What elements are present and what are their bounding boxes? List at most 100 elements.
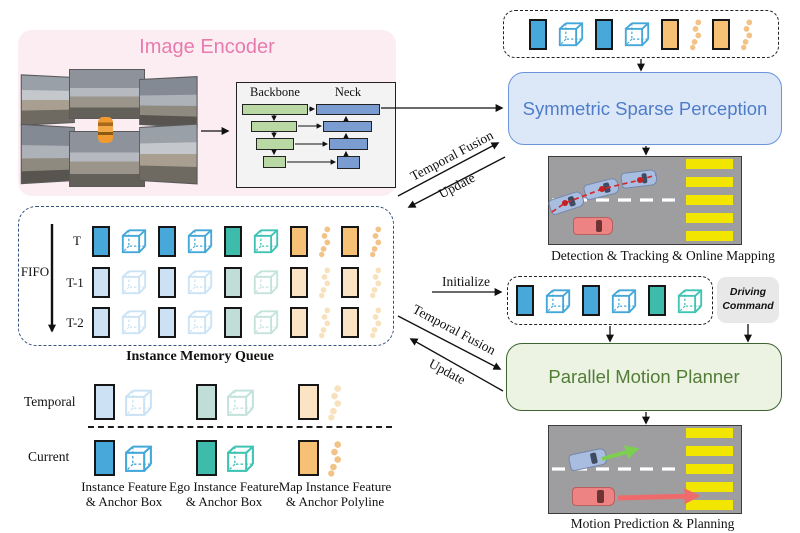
anchor-polyline-icon: [740, 18, 753, 51]
instance-feature-icon: [94, 384, 115, 420]
ego-instance-feature-icon: [224, 266, 242, 298]
anchor-box-icon: [120, 227, 148, 255]
map-instance-feature-icon: [290, 266, 308, 298]
driving-command-box: Driving Command: [717, 277, 779, 323]
anchor-polyline-icon: [318, 266, 331, 299]
legend-temporal-label: Temporal: [24, 394, 76, 409]
ego-instance-feature-icon: [224, 225, 242, 257]
legend-icon-group: [298, 384, 342, 421]
backbone-stage-2: [251, 121, 297, 132]
map-instance-feature-icon: [712, 18, 730, 50]
legend-caption-map: Map Instance Feature & Anchor Polyline: [278, 479, 392, 510]
ego-anchor-box-icon: [252, 268, 280, 296]
anchor-box-icon: [557, 20, 585, 48]
anchor-box-icon: [123, 443, 154, 474]
memory-row-t1: [92, 262, 390, 302]
instance-feature-icon: [158, 306, 176, 338]
predicted-car: [573, 488, 614, 505]
map-instance-feature-icon: [290, 306, 308, 338]
anchor-polyline-icon: [369, 266, 382, 299]
legend-icon-group: [94, 384, 154, 420]
legend-icon-group: [196, 440, 256, 476]
instance-feature-icon: [158, 266, 176, 298]
neck-stage-2: [323, 121, 372, 132]
instance-memory-queue-box: [18, 206, 394, 346]
perception-input-strip: [503, 10, 779, 58]
ego-instance-feature-icon: [648, 285, 666, 316]
instance-feature-icon: [92, 225, 110, 257]
ego-instance-feature-icon: [196, 384, 217, 420]
camera-image-back-left: [21, 124, 74, 184]
ego-anchor-box-icon: [225, 387, 256, 418]
multiview-camera-images: [20, 68, 200, 194]
memory-row-t: [92, 221, 390, 261]
image-encoder-title: Image Encoder: [139, 36, 275, 58]
anchor-polyline-icon: [327, 384, 342, 421]
anchor-box-icon: [186, 308, 214, 336]
instance-feature-icon: [529, 18, 547, 50]
ego-anchor-box-icon: [676, 287, 704, 315]
update-label-bottom: Update: [426, 355, 468, 388]
instance-feature-icon: [516, 285, 534, 316]
neck-label: Neck: [334, 85, 362, 99]
camera-image-back-right: [140, 124, 197, 184]
legend-icon-group: [196, 384, 256, 420]
fifo-label: FIFO: [20, 264, 50, 279]
parallel-motion-planner-module: Parallel Motion Planner: [506, 343, 782, 411]
initialize-label: Initialize: [442, 274, 490, 289]
map-instance-feature-icon: [341, 306, 359, 338]
legend-icon-group: [298, 440, 342, 477]
anchor-polyline-icon: [318, 225, 331, 258]
instance-feature-icon: [582, 285, 600, 316]
legend-caption-instance: Instance Feature & Anchor Box: [81, 479, 167, 510]
crosswalk-stripes: [686, 159, 733, 241]
anchor-box-icon: [623, 20, 651, 48]
perception-label: Symmetric Sparse Perception: [522, 97, 768, 119]
map-instance-feature-icon: [290, 225, 308, 257]
legend-current-row: [94, 437, 396, 479]
other-car: [574, 218, 612, 234]
anchor-box-icon: [544, 287, 572, 315]
row-label-t2: T-2: [66, 315, 84, 330]
anchor-polyline-icon: [689, 18, 702, 51]
map-instance-feature-icon: [298, 440, 319, 476]
backbone-stage-1: [242, 104, 308, 115]
backbone-stage-3: [256, 138, 294, 150]
ego-anchor-box-icon: [252, 308, 280, 336]
memory-row-t2: [92, 302, 390, 342]
instance-feature-icon: [92, 306, 110, 338]
neck-stage-1: [316, 104, 380, 115]
anchor-polyline-icon: [369, 306, 382, 339]
legend-current-label: Current: [28, 449, 70, 464]
backbone-stage-4: [263, 156, 286, 168]
instance-memory-queue-title: Instance Memory Queue: [126, 349, 274, 364]
planner-init-strip: [507, 276, 713, 325]
driving-command-label: Driving Command: [722, 286, 774, 312]
motion-caption: Motion Prediction & Planning: [570, 516, 735, 531]
anchor-polyline-icon: [369, 225, 382, 258]
ego-instance-feature-icon: [196, 440, 217, 476]
map-instance-feature-icon: [341, 225, 359, 257]
instance-feature-icon: [595, 18, 613, 50]
detection-caption: Detection & Tracking & Online Mapping: [551, 248, 775, 263]
camera-image-front-left: [21, 75, 74, 125]
ego-anchor-box-icon: [225, 443, 256, 474]
map-instance-feature-icon: [341, 266, 359, 298]
camera-image-front: [70, 70, 144, 118]
anchor-polyline-icon: [327, 440, 342, 477]
backbone-label: Backbone: [250, 85, 300, 99]
anchor-polyline-icon: [318, 306, 331, 339]
legend-icon-group: [94, 440, 154, 476]
row-label-t: T: [73, 233, 81, 248]
instance-feature-icon: [158, 225, 176, 257]
planner-label: Parallel Motion Planner: [548, 366, 740, 387]
camera-image-front-right: [140, 77, 197, 127]
anchor-box-icon: [186, 227, 214, 255]
map-instance-feature-icon: [661, 18, 679, 50]
instance-feature-icon: [94, 440, 115, 476]
ego-vehicle-icon: [98, 117, 113, 143]
anchor-box-icon: [120, 308, 148, 336]
anchor-box-icon: [120, 268, 148, 296]
legend-temporal-row: [94, 382, 396, 422]
